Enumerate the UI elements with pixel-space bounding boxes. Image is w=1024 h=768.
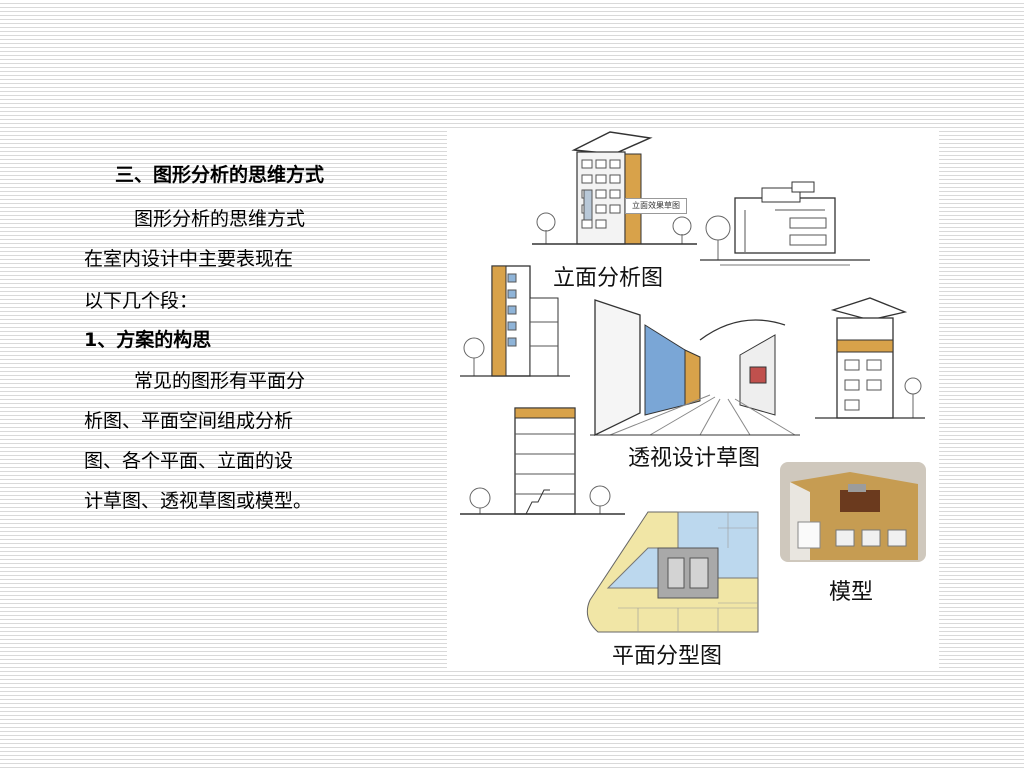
model-render [780, 462, 926, 562]
paragraph-line: 图形分析的思维方式 [134, 208, 306, 230]
elevation-sketch-right [815, 297, 925, 419]
paragraph-line: 图、各个平面、立面的设 [84, 450, 294, 472]
caption-plan: 平面分型图 [612, 644, 723, 669]
elevation-effect-tag: 立面效果草图 [625, 198, 687, 214]
sub-heading: 1、方案的构思 [84, 329, 212, 351]
caption-elevation: 立面分析图 [553, 266, 664, 291]
elevation-sketch-tall [532, 131, 697, 245]
caption-model: 模型 [829, 580, 874, 605]
perspective-sketch [590, 299, 800, 437]
paragraph-line: 计草图、透视草图或模型。 [84, 490, 313, 512]
elevation-sketch-wide [700, 181, 870, 266]
paragraph-line: 以下几个段： [84, 290, 199, 312]
paragraph-line: 在室内设计中主要表现在 [84, 248, 294, 270]
section-heading: 三、图形分析的思维方式 [115, 164, 325, 186]
section-sketch [460, 407, 625, 515]
paragraph-line: 常见的图形有平面分 [134, 370, 306, 392]
floor-plan [586, 511, 759, 633]
elevation-sketch-left [460, 265, 570, 377]
paragraph-line: 析图、平面空间组成分析 [84, 410, 294, 432]
caption-perspective: 透视设计草图 [628, 446, 761, 471]
